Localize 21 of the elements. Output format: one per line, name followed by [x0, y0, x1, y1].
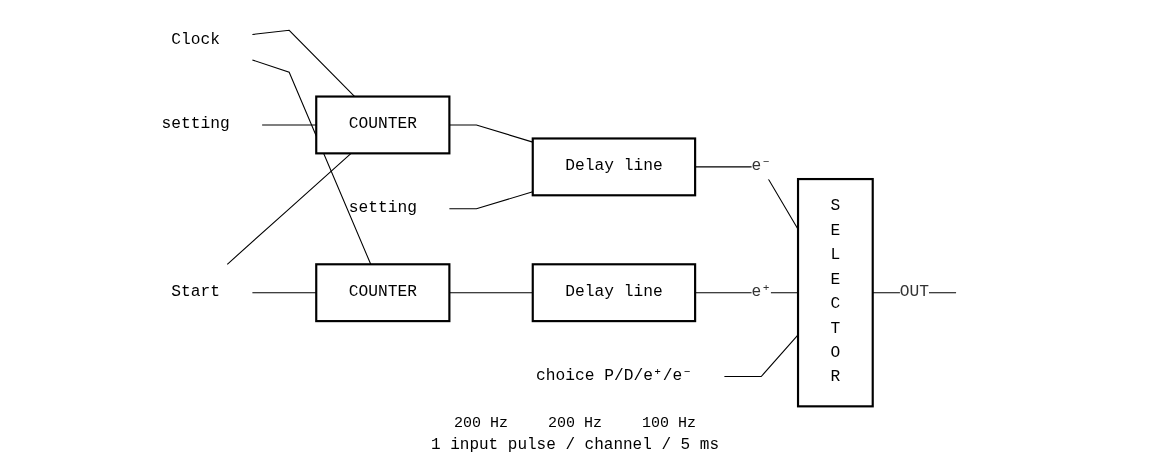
connector	[723, 334, 799, 378]
caption: 1 input pulse / channel / 5 ms	[430, 436, 719, 454]
frequency-label: 200 Hz	[453, 415, 508, 432]
connector	[251, 59, 372, 265]
node-box: Delay line	[531, 137, 697, 197]
node-text: setting	[348, 198, 417, 218]
node-box: COUNTER	[315, 95, 451, 155]
node-text: Clock	[171, 31, 220, 50]
edge-label: OUT	[899, 282, 930, 302]
node-text: choice P/D/e⁺/e⁻	[535, 366, 692, 385]
edge-label: e⁺	[751, 282, 771, 302]
connector	[251, 292, 317, 294]
node-text: Start	[171, 282, 220, 302]
node-text: setting	[161, 114, 230, 134]
node-box: Delay line	[531, 263, 697, 323]
node-box: SELECTOR	[796, 178, 874, 408]
connector	[261, 124, 317, 126]
frequency-label: 200 Hz	[548, 415, 602, 432]
edge-label: e⁻	[751, 156, 771, 176]
frequency-label: 100 Hz	[642, 415, 696, 432]
node-box: COUNTER	[315, 263, 451, 323]
